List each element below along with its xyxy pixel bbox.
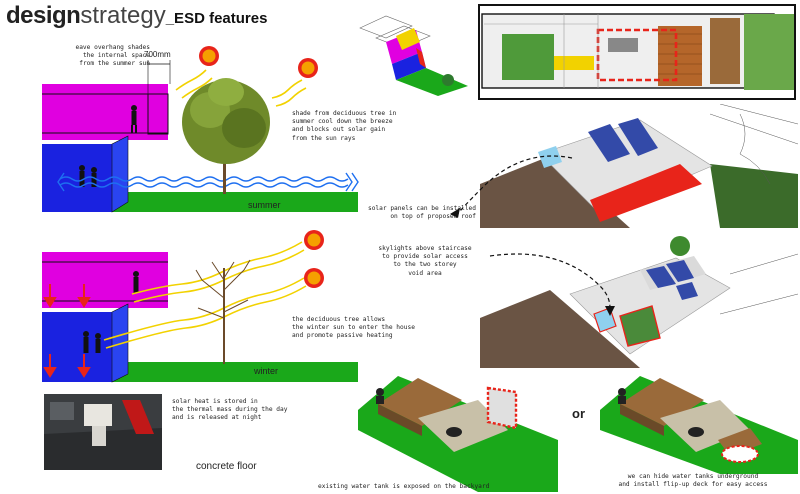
summer-upper-floor <box>42 84 168 140</box>
or-label: or <box>572 406 585 421</box>
eave-note: eave overhang shades the internal space … <box>75 44 150 68</box>
proposed-tank-note: we can hide water tanks underground and … <box>618 473 768 489</box>
summer-diagram <box>40 40 370 220</box>
roof-view <box>480 104 798 228</box>
winter-diagram-svg <box>42 241 358 383</box>
concrete-floor-photo <box>44 394 162 470</box>
water-tank-proposed <box>600 370 798 474</box>
skylight-note: skylights above staircase to provide sol… <box>378 245 472 277</box>
summer-sun-1 <box>197 44 221 68</box>
axon-model <box>356 8 474 96</box>
summer-diagram-svg <box>42 60 359 213</box>
summer-lower-floor <box>42 144 112 212</box>
winter-tree-note: the deciduous tree allows the winter sun… <box>292 316 415 340</box>
summer-tree-note: shade from deciduous tree in summer cool… <box>292 110 397 142</box>
summer-grass <box>110 192 358 212</box>
summer-wind <box>57 172 359 192</box>
title-light: strategy <box>80 2 166 29</box>
skylight-view <box>480 234 798 368</box>
summer-label: summer <box>248 200 281 210</box>
dimension-label: 700mm <box>144 50 171 59</box>
title-bold: design <box>6 2 81 29</box>
winter-label: winter <box>254 366 279 376</box>
summer-sun-2 <box>296 56 320 80</box>
summer-person-upper <box>131 105 137 133</box>
summer-sun-rays <box>175 69 307 107</box>
existing-tank-note: existing water tank is exposed on the ba… <box>318 483 490 490</box>
skylight-arrow <box>480 250 620 320</box>
floor-plan <box>478 4 796 100</box>
summer-people-lower <box>79 165 97 187</box>
winter-people <box>83 271 139 353</box>
summer-tree <box>182 78 270 194</box>
solar-arrow <box>446 148 576 218</box>
winter-heat-arrows <box>43 284 91 378</box>
thermal-note: solar heat is stored in the thermal mass… <box>172 398 288 422</box>
winter-upper-floor <box>42 252 168 308</box>
title-suffix: _ESD features <box>165 10 268 27</box>
page-title: designstrategy_ESD features <box>6 2 267 30</box>
winter-grass <box>110 362 358 382</box>
winter-diagram <box>40 228 370 384</box>
water-tank-existing <box>358 370 558 492</box>
winter-sun-2 <box>302 266 326 290</box>
winter-tree <box>195 259 251 364</box>
winter-sun-1 <box>302 228 326 252</box>
concrete-floor-label: concrete floor <box>196 461 257 472</box>
